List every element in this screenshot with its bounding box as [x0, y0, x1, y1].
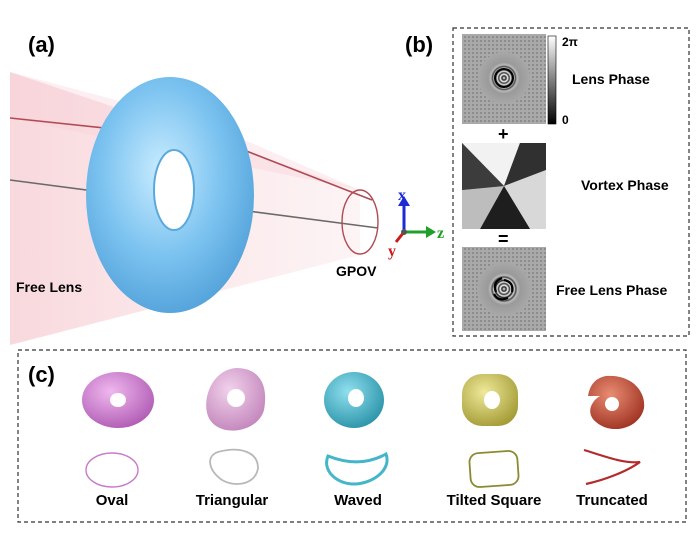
free-lens-phase-label: Free Lens Phase: [556, 282, 667, 298]
oval-hole: [110, 393, 126, 407]
panel-c: (c) Oval Triangular Waved Tilted: [17, 349, 687, 523]
waved-contour: [325, 451, 389, 486]
free-lens-phase-image: [477, 262, 531, 316]
free-lens-label: Free Lens: [16, 279, 82, 295]
panel-c-label: (c): [28, 362, 55, 387]
shape-oval: Oval: [82, 372, 154, 509]
panel-b-label: (b): [405, 32, 433, 57]
shape-triangular: Triangular: [196, 368, 269, 509]
axis-y-label: y: [388, 243, 396, 260]
free-lens-phase-spiral: [493, 276, 514, 301]
panel-a-label: (a): [28, 32, 55, 57]
free-lens-hole: [154, 150, 194, 230]
truncated-label: Truncated: [576, 492, 648, 509]
colorbar: [547, 35, 557, 125]
panel-a: (a) Free Lens GPOV x z y: [9, 32, 444, 345]
axis-z-head: [426, 226, 436, 238]
lens-phase-image: [478, 52, 530, 104]
plus-sign: +: [498, 124, 509, 144]
panel-b: (b) 2π 0 Lens Phase + Vortex Phase = Fre…: [405, 27, 690, 337]
axis-z-label: z: [437, 225, 444, 242]
tilted-square-hole: [484, 391, 500, 409]
axis-x-head: [398, 196, 410, 206]
axes-origin: [401, 229, 407, 235]
shape-waved: Waved: [324, 372, 389, 509]
tilted-square-label: Tilted Square: [447, 492, 542, 509]
vortex-phase-image: [462, 143, 546, 229]
colorbar-max: 2π: [562, 35, 578, 49]
axis-x-label: x: [398, 187, 406, 204]
tilted-square-contour: [468, 450, 520, 488]
triangular-hole: [227, 389, 245, 407]
equals-sign: =: [498, 229, 509, 249]
colorbar-min: 0: [562, 113, 569, 127]
triangular-label: Triangular: [196, 492, 269, 509]
gpov-ring: [341, 189, 379, 255]
shape-tilted-square: Tilted Square: [447, 374, 542, 509]
oval-label: Oval: [96, 492, 129, 509]
lens-phase-inner-ring: [494, 68, 514, 88]
lens-phase-label: Lens Phase: [572, 71, 650, 87]
free-lens-hole-edge: [153, 149, 195, 231]
panel-b-frame: [452, 27, 690, 337]
gpov-label: GPOV: [336, 263, 377, 279]
vortex-phase-label: Vortex Phase: [581, 177, 669, 193]
waved-hole: [348, 389, 364, 407]
truncated-hole: [605, 397, 619, 411]
oval-contour: [85, 452, 139, 488]
truncated-contour: [583, 448, 641, 486]
shape-truncated: Truncated: [576, 375, 648, 509]
axes-glyph: x z y: [388, 187, 444, 260]
waved-label: Waved: [334, 492, 382, 509]
triangular-contour: [209, 448, 259, 485]
